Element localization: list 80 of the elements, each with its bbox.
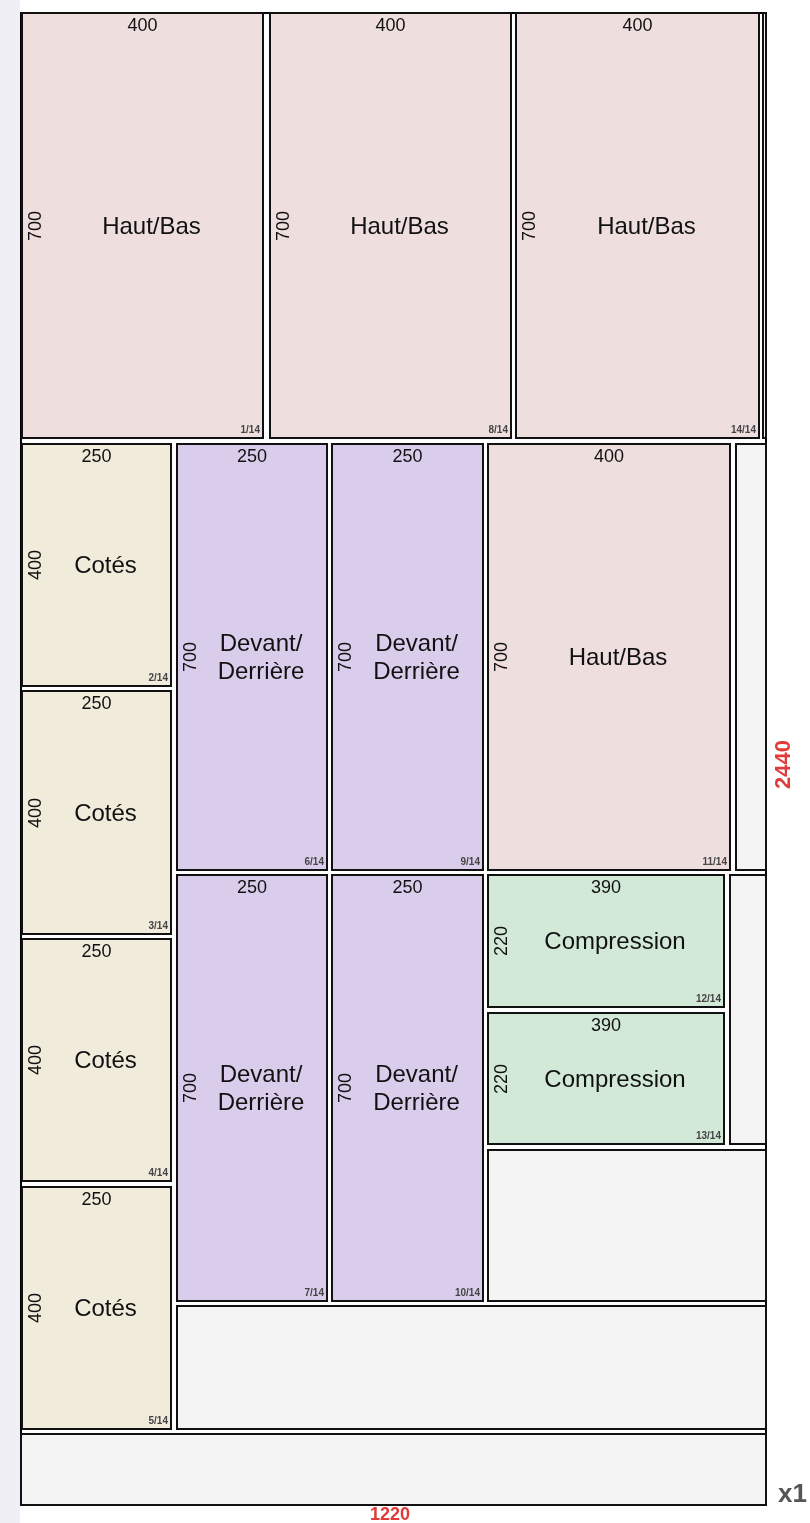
- width-dimension: 250: [392, 876, 423, 898]
- part-number: 11/14: [702, 856, 727, 868]
- offcut-panel: [176, 1305, 767, 1430]
- cut-panel: [21, 938, 172, 1182]
- height-dimension: 700: [335, 642, 355, 672]
- width-dimension: 250: [236, 445, 267, 467]
- part-number: 2/14: [148, 672, 168, 684]
- dimension-label: 2440: [774, 740, 792, 789]
- part-number: 3/14: [148, 920, 168, 932]
- part-name: Cotés: [74, 551, 137, 579]
- height-dimension: 400: [25, 1045, 45, 1075]
- width-dimension: 250: [236, 876, 267, 898]
- width-dimension: 400: [127, 14, 158, 36]
- cut-panel: [21, 12, 264, 439]
- cut-panel: [487, 1012, 725, 1145]
- width-dimension: 250: [81, 1188, 112, 1210]
- part-name: Devant/ Derrière: [372, 1060, 461, 1116]
- part-number: 9/14: [460, 856, 480, 868]
- cut-panel: [331, 443, 484, 871]
- part-name: Haut/Bas: [350, 211, 449, 240]
- part-number: 13/14: [695, 1130, 721, 1142]
- part-name: Devant/ Derrière: [216, 1060, 306, 1116]
- cut-panel: [487, 443, 731, 871]
- offcut-panel: [487, 1149, 767, 1302]
- height-dimension: 400: [25, 797, 45, 828]
- cut-panel: [487, 874, 725, 1008]
- quantity-label: x1: [778, 1478, 807, 1508]
- height-dimension: 700: [273, 210, 293, 241]
- height-dimension: 400: [25, 550, 45, 580]
- height-dimension: 700: [180, 1073, 200, 1103]
- height-dimension: 700: [180, 642, 200, 672]
- part-name: Devant/ Derrière: [372, 629, 461, 685]
- width-dimension: 390: [590, 1014, 621, 1036]
- offcut-panel: [735, 443, 767, 871]
- width-dimension: 400: [622, 14, 653, 36]
- cut-panel: [269, 12, 512, 439]
- part-name: Cotés: [74, 1294, 137, 1322]
- part-number: 10/14: [454, 1287, 480, 1299]
- part-name: Compression: [544, 1064, 686, 1093]
- offcut-panel: [729, 874, 767, 1145]
- part-name: Compression: [544, 927, 686, 955]
- part-name: Devant/ Derrière: [216, 629, 306, 685]
- part-number: 8/14: [488, 424, 508, 436]
- height-dimension: 700: [491, 642, 511, 672]
- cut-panel: [21, 690, 172, 935]
- cut-panel: [21, 443, 172, 687]
- part-name: Haut/Bas: [102, 211, 201, 240]
- part-number: 5/14: [148, 1415, 168, 1427]
- height-dimension: 400: [25, 1293, 45, 1323]
- height-dimension: 220: [491, 1063, 511, 1094]
- part-number: 6/14: [304, 856, 324, 868]
- width-dimension: 390: [590, 876, 621, 898]
- offcut-panel: [20, 1433, 767, 1506]
- cut-panel: [176, 443, 328, 871]
- part-number: 14/14: [730, 424, 756, 436]
- cut-panel: [331, 874, 484, 1302]
- width-dimension: 250: [81, 445, 112, 467]
- part-name: Cotés: [74, 1046, 137, 1074]
- height-dimension: 220: [491, 926, 511, 956]
- dimension-label: 1220: [370, 1505, 411, 1523]
- height-dimension: 700: [519, 210, 539, 241]
- width-dimension: 250: [392, 445, 423, 467]
- part-name: Haut/Bas: [597, 211, 696, 240]
- part-number: 1/14: [240, 424, 260, 436]
- cut-panel: [21, 1186, 172, 1430]
- part-number: 7/14: [304, 1287, 324, 1299]
- offcut-panel: [762, 12, 767, 439]
- height-dimension: 700: [25, 210, 45, 241]
- part-number: 4/14: [148, 1167, 168, 1179]
- part-name: Cotés: [74, 798, 137, 827]
- part-number: 12/14: [695, 993, 721, 1005]
- width-dimension: 250: [81, 940, 112, 962]
- height-dimension: 700: [335, 1073, 355, 1103]
- width-dimension: 250: [81, 692, 112, 714]
- width-dimension: 400: [593, 445, 624, 467]
- sheet-outline: [20, 12, 767, 1506]
- part-name: Haut/Bas: [568, 643, 668, 671]
- cut-panel: [176, 874, 328, 1302]
- width-dimension: 400: [375, 14, 406, 36]
- cut-panel: [515, 12, 760, 439]
